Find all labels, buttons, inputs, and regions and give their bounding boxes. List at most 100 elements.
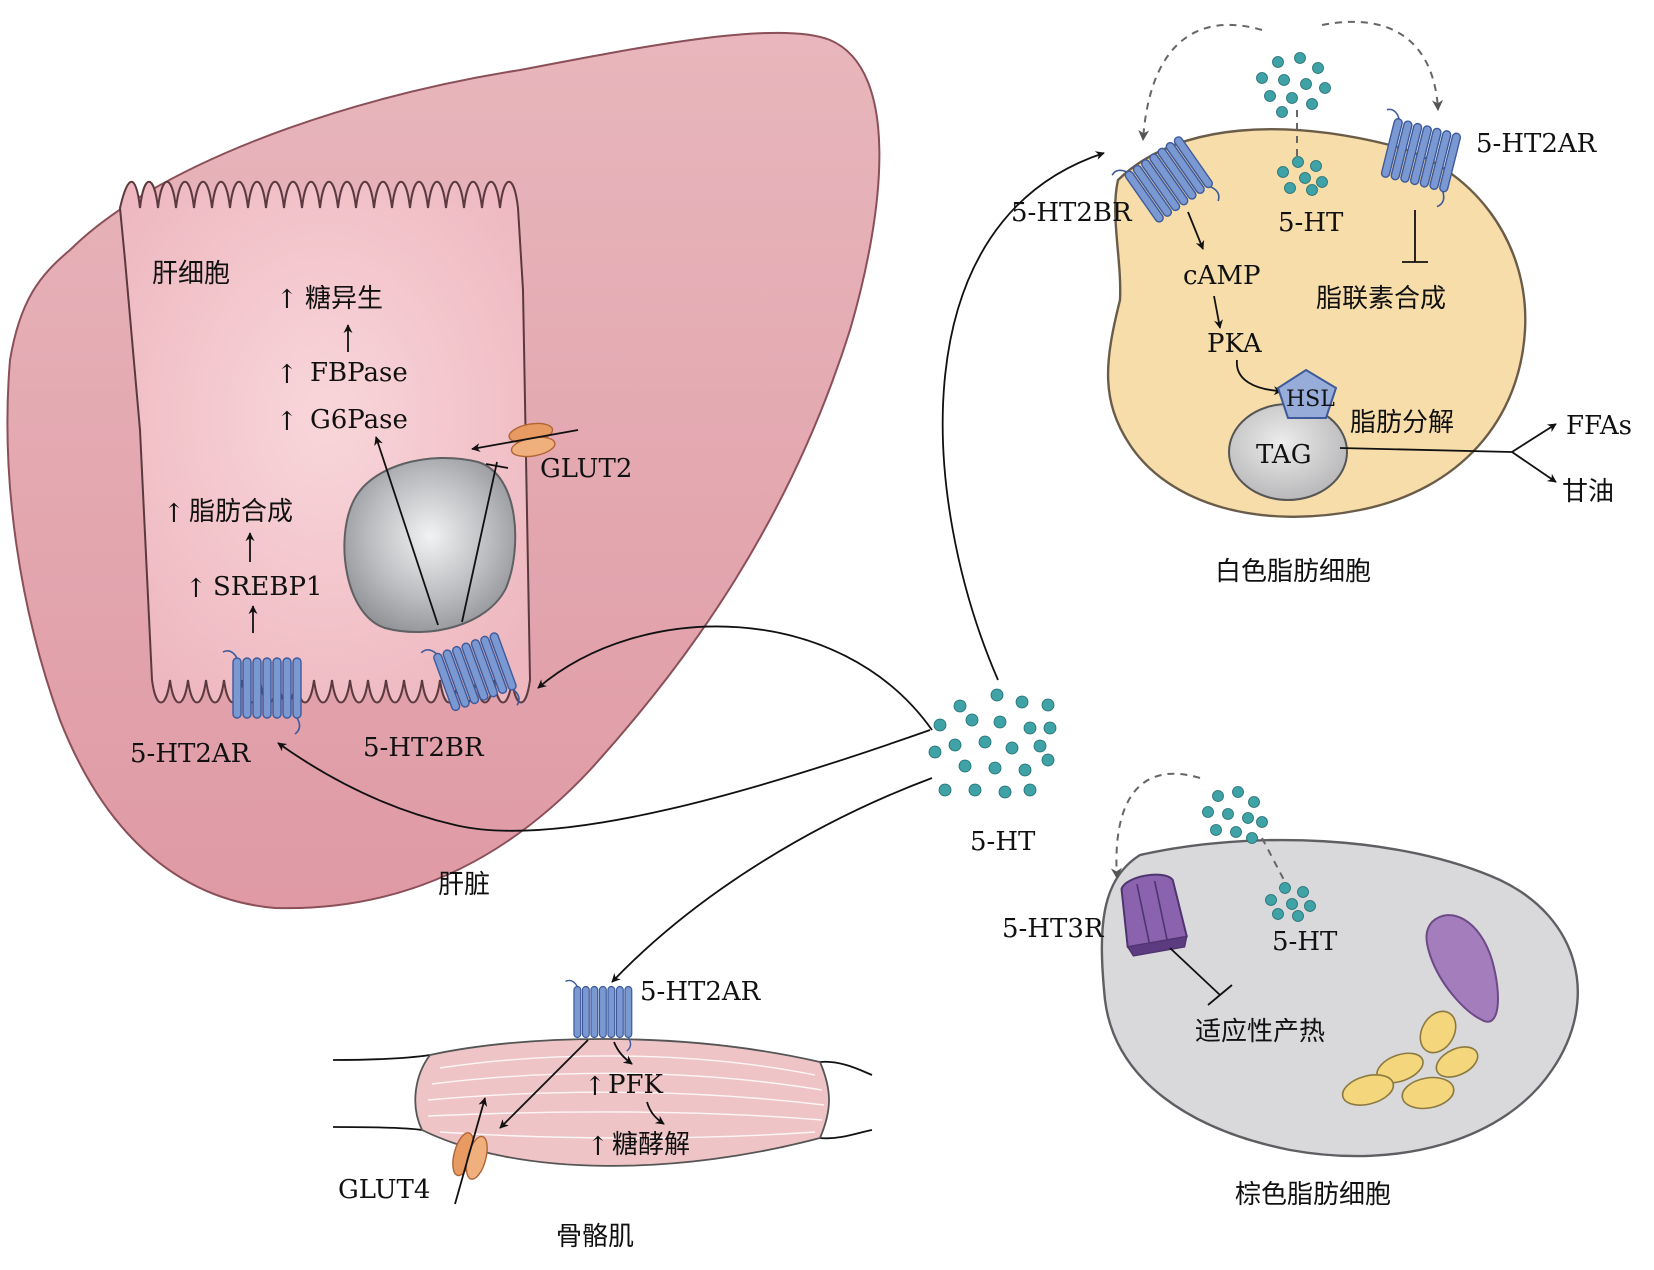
- serotonin-molecule: [1023, 721, 1037, 735]
- liver-5ht2ar-label: 5-HT2AR: [130, 739, 252, 769]
- serotonin-molecule: [1297, 886, 1309, 898]
- serotonin-molecule: [978, 735, 992, 749]
- hsl-enzyme: [1276, 368, 1338, 419]
- serotonin-molecule: [1256, 72, 1268, 84]
- pka-label: PKA: [1207, 329, 1263, 359]
- glut2-label: GLUT2: [540, 454, 632, 484]
- muscle-belly: [414, 1038, 830, 1167]
- up-arrow-fbpase: ↑: [276, 360, 298, 390]
- serotonin-molecule: [1265, 894, 1277, 906]
- up-arrow-lipogenesis: ↑: [163, 499, 185, 529]
- serotonin-molecule: [990, 688, 1004, 702]
- liver-5ht2br-label: 5-HT2BR: [363, 733, 485, 763]
- serotonin-molecule: [1023, 783, 1037, 797]
- arrow-to-wat: [941, 151, 1105, 681]
- nucleus: [343, 456, 517, 634]
- serotonin-molecule: [1300, 78, 1312, 90]
- g6pase-label: G6Pase: [310, 405, 408, 435]
- camp-label: cAMP: [1183, 261, 1260, 291]
- serotonin-molecule: [1299, 172, 1311, 184]
- wat-5ht2ar-label: 5-HT2AR: [1476, 129, 1598, 159]
- serotonin-molecule: [1033, 739, 1047, 753]
- glut4-label: GLUT4: [338, 1175, 430, 1205]
- serotonin-molecule: [1284, 182, 1296, 194]
- serotonin-molecule: [1292, 910, 1304, 922]
- thermogenesis-label: 适应性产热: [1195, 1017, 1325, 1047]
- serotonin-molecule: [1222, 808, 1234, 820]
- serotonin-molecule: [965, 713, 979, 727]
- bat-5ht3r-receptor: [1120, 873, 1188, 957]
- up-arrow-g6pase: ↑: [276, 407, 298, 437]
- serotonin-molecule: [988, 761, 1002, 775]
- serotonin-molecule: [958, 759, 972, 773]
- liver-label: 肝脏: [438, 870, 490, 900]
- serotonin-molecule: [1276, 106, 1288, 118]
- serotonin-molecule: [1310, 160, 1322, 172]
- serotonin-molecule: [1279, 882, 1291, 894]
- bat-serotonin-label: 5-HT: [1272, 927, 1338, 957]
- serotonin-molecule: [1278, 74, 1290, 86]
- serotonin-molecule: [1248, 796, 1260, 808]
- serotonin-molecule: [1256, 816, 1268, 828]
- serotonin-cluster-wat-top: [1256, 52, 1331, 118]
- skeletal-muscle: GLUT4 5-HT2AR ↑ PFK ↑ 糖酵解 骨骼肌: [332, 977, 873, 1252]
- muscle-5ht2ar-label: 5-HT2AR: [640, 977, 762, 1007]
- serotonin-molecule: [933, 718, 947, 732]
- serotonin-molecule: [1246, 832, 1258, 844]
- white-adipocyte: 白色脂肪细胞 5-HT2BR 5-HT2AR 5-HT cAMP PKA 脂联素…: [1011, 20, 1632, 587]
- up-arrow-srebp1: ↑: [185, 574, 207, 604]
- serotonin-molecule: [953, 699, 967, 713]
- white-adipocyte-outline: [1106, 128, 1527, 518]
- up-arrow-gluconeogenesis: ↑: [276, 285, 298, 315]
- serotonin-molecule: [1294, 52, 1306, 64]
- serotonin-molecule: [993, 715, 1007, 729]
- gluconeogenesis-label: 糖异生: [305, 284, 383, 314]
- serotonin-molecule: [1319, 82, 1331, 94]
- hepatocyte-label: 肝细胞: [152, 259, 230, 289]
- serotonin-molecule: [1286, 92, 1298, 104]
- serotonin-molecule: [1286, 898, 1298, 910]
- serotonin-molecule: [1041, 698, 1055, 712]
- serotonin-molecule: [1043, 721, 1057, 735]
- adiponectin-label: 脂联素合成: [1316, 284, 1446, 314]
- tendon-right: [819, 1060, 873, 1140]
- serotonin-molecule: [1277, 166, 1289, 178]
- glycerol-label: 甘油: [1562, 477, 1614, 507]
- serotonin-molecule: [1212, 790, 1224, 802]
- lipogenesis-label: 脂肪合成: [189, 497, 293, 527]
- wat-5ht2br-label: 5-HT2BR: [1011, 198, 1133, 228]
- glycolysis-label: 糖酵解: [612, 1130, 690, 1160]
- tendon-left: [332, 1054, 431, 1131]
- serotonin-center-label: 5-HT: [970, 827, 1036, 857]
- mitochondrion: [1425, 914, 1499, 1023]
- serotonin-molecule: [1304, 900, 1316, 912]
- up-arrow-glycolysis: ↑: [587, 1132, 609, 1162]
- serotonin-cluster-bat-top: [1202, 786, 1268, 844]
- hsl-label: HSL: [1286, 387, 1335, 412]
- lipolysis-label: 脂肪分解: [1350, 408, 1454, 438]
- ffas-label: FFAs: [1566, 411, 1632, 441]
- pfk-label: PFK: [608, 1070, 664, 1100]
- serotonin-molecule: [938, 783, 952, 797]
- skeletal-muscle-label: 骨骼肌: [556, 1222, 634, 1252]
- fbpase-label: FBPase: [310, 358, 408, 388]
- serotonin-molecule: [1272, 56, 1284, 68]
- serotonin-molecule: [1230, 826, 1242, 838]
- serotonin-molecule: [1210, 824, 1222, 836]
- hepatocyte: 肝细胞 ↑ 糖异生 ↑ FBPase ↑ G6Pase ↑ 脂肪合成 ↑ SRE…: [118, 181, 632, 769]
- serotonin-molecule: [1306, 98, 1318, 110]
- brown-adipocyte: 棕色脂肪细胞 5-HT3R 5-HT 适应性产热: [1002, 772, 1579, 1210]
- serotonin-molecule: [1242, 812, 1254, 824]
- serotonin-molecule: [1041, 753, 1055, 767]
- white-adipocyte-label: 白色脂肪细胞: [1215, 557, 1371, 587]
- srebp1-label: SREBP1: [213, 572, 323, 602]
- serotonin-molecule: [1232, 786, 1244, 798]
- serotonin-cluster-bat-inner: [1265, 882, 1316, 922]
- serotonin-molecule: [998, 785, 1012, 799]
- lipid-droplets: [1341, 1010, 1479, 1110]
- wat-serotonin-label: 5-HT: [1278, 208, 1344, 238]
- bat-5ht3r-label: 5-HT3R: [1002, 914, 1105, 944]
- serotonin-molecule: [1292, 156, 1304, 168]
- serotonin-molecule: [1005, 741, 1019, 755]
